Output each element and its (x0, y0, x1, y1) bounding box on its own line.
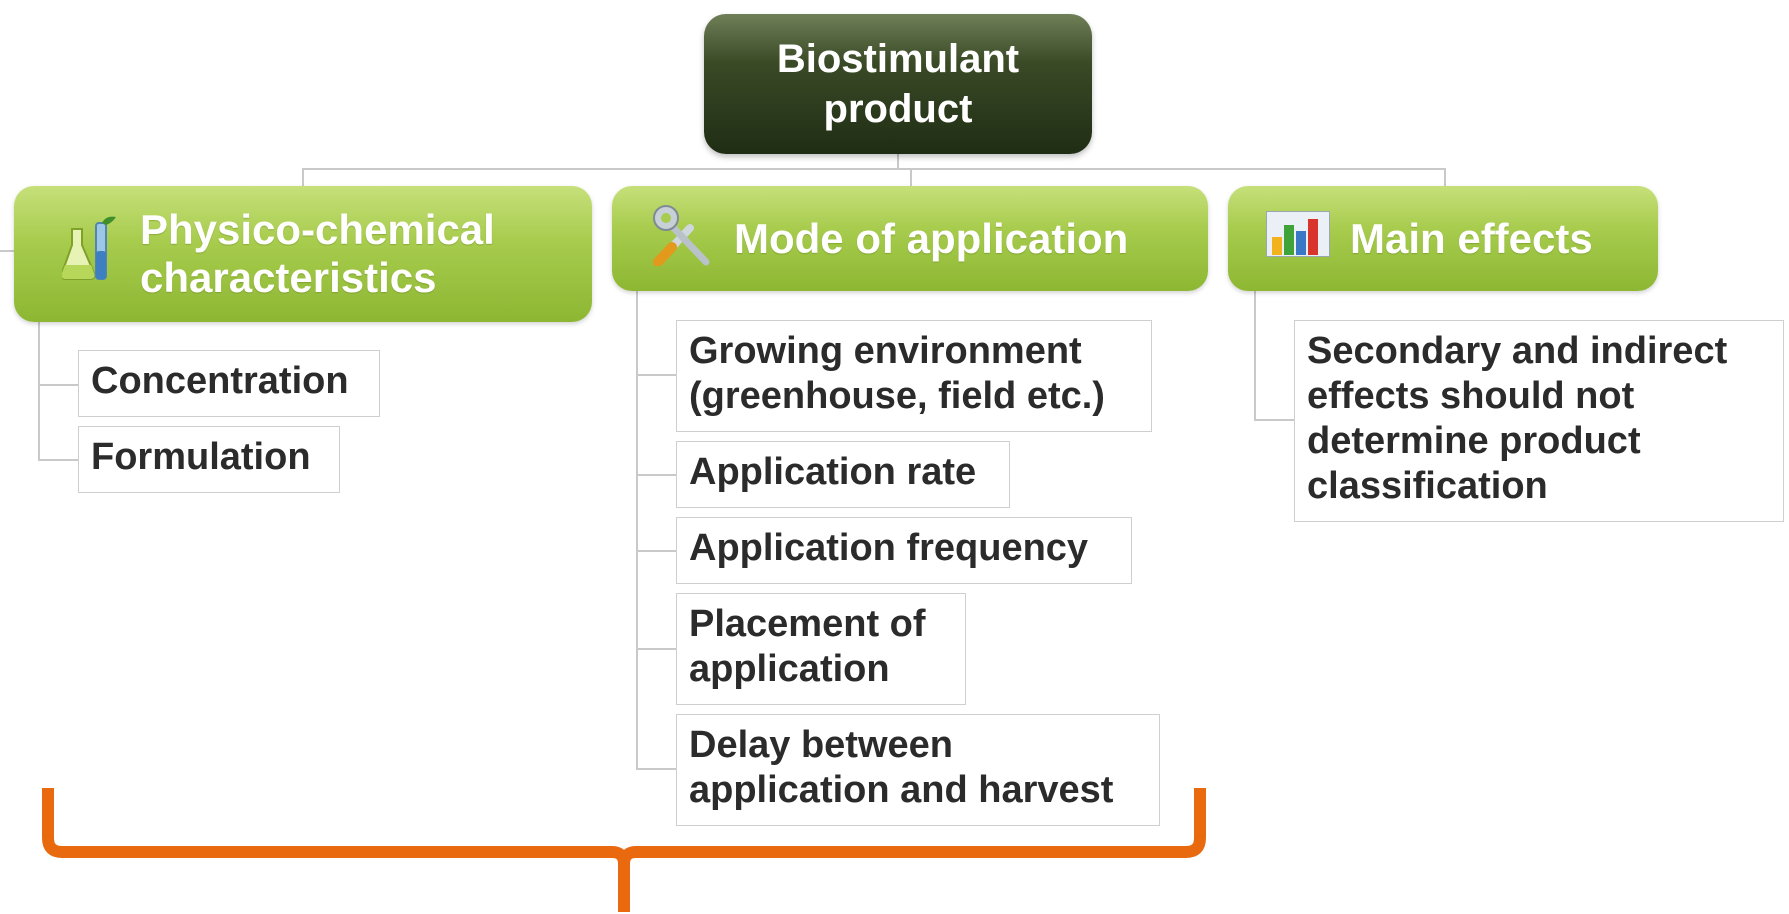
root-label-line2: product (823, 87, 973, 131)
leaf-secondary-indirect-effects: Secondary and indirect effects should no… (1294, 320, 1784, 522)
branch-main-effects: Main effects (1228, 186, 1658, 291)
leaf-concentration-text: Concentration (91, 360, 349, 402)
leaf-secondary-line2: effects should not (1307, 375, 1635, 417)
branch-1-leaf-trunk (38, 322, 40, 460)
leaf-growing-environment: Growing environment (greenhouse, field e… (676, 320, 1152, 432)
branch-2-leaf-tick-4 (636, 648, 676, 650)
leaf-application-frequency: Application frequency (676, 517, 1132, 584)
leaf-secondary-line3: determine product (1307, 420, 1641, 462)
branch-1-leaf-tick-1 (38, 384, 78, 386)
leaf-formulation: Formulation (78, 426, 340, 493)
leaf-placement-line1: Placement of (689, 603, 926, 645)
leaf-secondary-line4: classification (1307, 465, 1548, 507)
branch-2-leaf-tick-3 (636, 550, 676, 552)
branch-connector-horizontal (302, 168, 1446, 170)
branch-1-connector (302, 168, 304, 186)
leaf-secondary-line1: Secondary and indirect (1307, 330, 1728, 372)
branch-2-leaf-tick-1 (636, 374, 676, 376)
leaf-placement-of-application: Placement of application (676, 593, 966, 705)
leaf-application-rate: Application rate (676, 441, 1010, 508)
leaf-delay-line2: application and harvest (689, 769, 1114, 811)
branch-physico-chemical: Physico-chemical characteristics (14, 186, 592, 322)
root-label-line1: Biostimulant (776, 37, 1020, 81)
leaf-delay-between-application: Delay between application and harvest (676, 714, 1160, 826)
branch-mode-of-application: Mode of application (612, 186, 1208, 291)
branch-1-leaf-tick-2 (38, 459, 78, 461)
leaf-placement-line2: application (689, 648, 890, 690)
tools-icon (650, 202, 714, 276)
root-node: Biostimulant product (704, 14, 1092, 154)
leaf-application-frequency-text: Application frequency (689, 527, 1089, 569)
leaf-application-rate-text: Application rate (689, 451, 977, 493)
branch-1-label-line2: characteristics (140, 254, 437, 301)
branch-2-label: Mode of application (734, 214, 1129, 262)
bar-chart-icon (1265, 209, 1331, 267)
leaf-concentration: Concentration (78, 350, 380, 417)
branch-3-leaf-tick-1 (1254, 419, 1294, 421)
branch-3-leaf-trunk (1254, 291, 1256, 421)
leaf-delay-line1: Delay between (689, 724, 953, 766)
branch-2-leaf-tick-5 (636, 768, 676, 770)
branch-2-leaf-trunk (636, 291, 638, 769)
left-stub-line (0, 250, 14, 252)
branch-1-label-line1: Physico-chemical (140, 206, 495, 253)
branch-3-connector (1444, 168, 1446, 186)
leaf-formulation-text: Formulation (91, 436, 311, 478)
branch-2-leaf-tick-2 (636, 474, 676, 476)
flask-icon (60, 215, 120, 293)
branch-3-label: Main effects (1350, 214, 1593, 262)
branch-2-connector (910, 168, 912, 186)
root-connector-vertical (897, 154, 899, 170)
leaf-growing-environment-line2: (greenhouse, field etc.) (689, 375, 1105, 417)
leaf-growing-environment-line1: Growing environment (689, 330, 1082, 372)
